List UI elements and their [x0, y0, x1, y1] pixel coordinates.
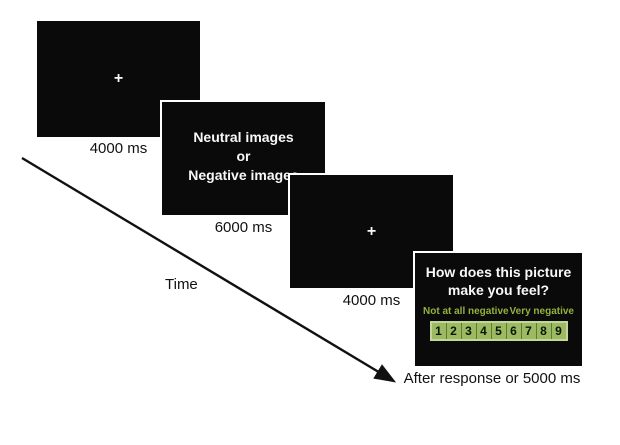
- duration-caption: 4000 ms: [342, 292, 401, 309]
- stimulus-text-line: Negative images: [188, 166, 299, 183]
- rating-question-line: make you feel?: [447, 282, 550, 299]
- scale-cell-9: 9: [551, 323, 566, 340]
- scale-cell-3: 3: [461, 323, 476, 340]
- scale-cell-7: 7: [521, 323, 536, 340]
- stimulus-text-line: or: [236, 148, 251, 165]
- fixation-cross: +: [113, 70, 124, 87]
- scale-cell-1: 1: [431, 323, 446, 340]
- time-axis-label: Time: [165, 276, 198, 293]
- scale-cell-5: 5: [491, 323, 506, 340]
- scale-anchor-labels: Not at all negative Very negative: [415, 306, 582, 317]
- rating-question: How does this picture make you feel?: [415, 263, 582, 299]
- duration-caption: 6000 ms: [214, 219, 273, 236]
- screen-rating: How does this picture make you feel? Not…: [413, 251, 584, 368]
- scale-anchor-label-right: Very negative: [509, 306, 574, 318]
- duration-caption: After response or 5000 ms: [403, 370, 581, 387]
- duration-caption: 4000 ms: [89, 140, 148, 157]
- screen-stimulus: Neutral images or Negative images: [160, 100, 327, 217]
- scale-cell-6: 6: [506, 323, 521, 340]
- rating-scale-wrap: 1 2 3 4 5 6 7 8 9: [415, 321, 582, 342]
- scale-anchor-label-left: Not at all negative: [423, 306, 509, 318]
- stimulus-text: Neutral images or Negative images: [188, 128, 299, 185]
- scale-cell-4: 4: [476, 323, 491, 340]
- rating-scale: 1 2 3 4 5 6 7 8 9: [429, 321, 568, 342]
- rating-question-line: How does this picture: [425, 264, 572, 280]
- fixation-cross: +: [366, 222, 377, 240]
- scale-cell-8: 8: [536, 323, 551, 340]
- scale-cell-2: 2: [446, 323, 461, 340]
- stimulus-text-line: Neutral images: [193, 129, 294, 146]
